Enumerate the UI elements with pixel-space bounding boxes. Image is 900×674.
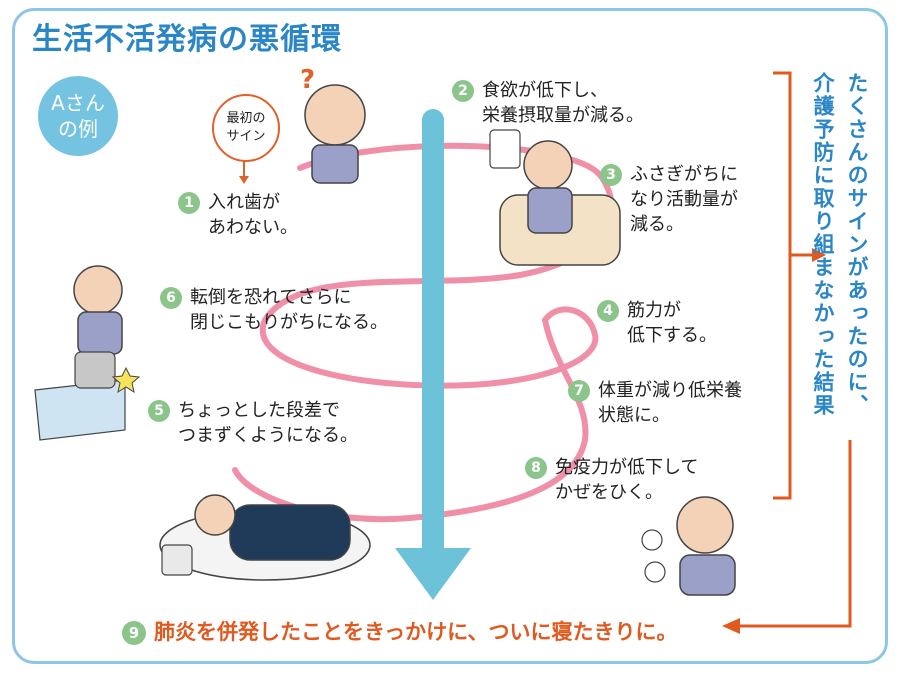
step-text-line: 低下する。 xyxy=(627,325,717,346)
right-bracket xyxy=(773,71,792,500)
result-connector xyxy=(735,440,852,628)
step-text-line: なり活動量が xyxy=(630,189,738,210)
first-sign-bubble: 最初の サイン xyxy=(212,94,280,162)
step-text-line: 食欲が低下し、 xyxy=(482,80,608,101)
step-text-line: 栄養摂取量が減る。 xyxy=(482,105,644,126)
svg-text:?: ? xyxy=(300,65,315,95)
badge-line2: の例 xyxy=(58,117,98,141)
downward-arrow-head xyxy=(395,548,471,600)
step-8: 8 免疫力が低下してかぜをひく。 xyxy=(525,455,698,505)
step-text-line: 減る。 xyxy=(630,214,684,235)
first-sign-line1: 最初の xyxy=(226,111,266,126)
elderly-man-sitting-illustration xyxy=(489,129,621,266)
step-text-line: 転倒を恐れてさらに xyxy=(190,287,352,308)
step-number: 6 xyxy=(160,287,182,309)
step-text-line: 筋力が xyxy=(627,300,681,321)
step-6: 6 転倒を恐れてさらに閉じこもりがちになる。 xyxy=(160,285,388,335)
step-number: 3 xyxy=(600,164,622,186)
badge-line1: Aさん xyxy=(51,91,105,115)
elderly-man-toothache-illustration: ? xyxy=(300,65,366,184)
step-number: 5 xyxy=(148,400,170,422)
step-text-line: あわない。 xyxy=(208,217,298,238)
elderly-man-tripping-illustration xyxy=(34,265,141,441)
step-text-line: かぜをひく。 xyxy=(555,482,663,503)
step-2: 2 食欲が低下し、栄養摂取量が減る。 xyxy=(452,78,644,128)
step-text-line: 免疫力が低下して xyxy=(555,457,699,478)
page-title: 生活不活発病の悪循環 xyxy=(32,22,342,57)
side-note-col2: 介護予防に取り組まなかった結果 xyxy=(811,72,835,417)
elderly-man-coughing-illustration xyxy=(641,496,736,596)
step-1: 1 入れ歯があわない。 xyxy=(178,190,298,240)
result-arrow-head xyxy=(722,618,740,634)
step-text-line: 体重が減り低栄養 xyxy=(598,380,742,401)
side-note-col1: たくさんのサインがあったのに、 xyxy=(845,72,869,417)
bedridden-man-illustration xyxy=(159,494,371,581)
step-text-line: 閉じこもりがちになる。 xyxy=(190,312,388,333)
step-text-line: 入れ歯が xyxy=(208,192,280,213)
step-3: 3 ふさぎがちになり活動量が減る。 xyxy=(600,162,738,237)
step-text-line: ふさぎがちに xyxy=(630,164,738,185)
bracket-arrow-head xyxy=(812,248,826,262)
step-text-line: ちょっとした段差で xyxy=(178,400,340,421)
step-number: 7 xyxy=(568,380,590,402)
first-sign-pointer-head xyxy=(239,176,249,184)
side-note: たくさんのサインがあったのに、 介護予防に取り組まなかった結果 xyxy=(808,72,872,417)
result-number: 9 xyxy=(122,621,146,645)
result-text: 肺炎を併発したことをきっかけに、ついに寝たきりに。 xyxy=(154,620,678,644)
step-text-line: 状態に。 xyxy=(598,405,670,426)
step-number: 4 xyxy=(597,300,619,322)
step-4: 4 筋力が低下する。 xyxy=(597,298,717,348)
result-statement: 9 肺炎を併発したことをきっかけに、ついに寝たきりに。 xyxy=(122,616,678,646)
step-number: 1 xyxy=(178,192,200,214)
step-number: 2 xyxy=(452,80,474,102)
step-7: 7 体重が減り低栄養状態に。 xyxy=(568,378,742,428)
step-text-line: つまずくようになる。 xyxy=(178,425,358,446)
step-5: 5 ちょっとした段差でつまずくようになる。 xyxy=(148,398,358,448)
step-number: 8 xyxy=(525,457,547,479)
first-sign-line2: サイン xyxy=(226,129,266,144)
example-badge: Aさん の例 xyxy=(38,76,118,156)
